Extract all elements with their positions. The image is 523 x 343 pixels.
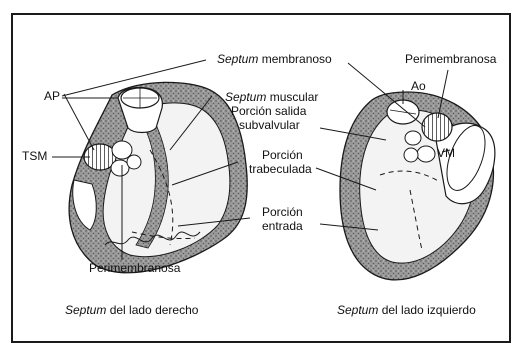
lv-aortic-leaflet-2 <box>417 146 435 162</box>
label-septum-membranoso: Septum membranoso <box>217 53 332 66</box>
caption-left-side: Septum del lado izquierdo <box>337 303 476 317</box>
label-porcion-trabeculada-2: trabeculada <box>249 163 312 176</box>
label-porcion-entrada-1: Porción <box>262 206 303 219</box>
label-tsm: TSM <box>22 150 47 163</box>
perimembranosa-valve <box>422 113 452 141</box>
label-porcion-salida: Porción salida <box>231 105 306 118</box>
lv-aortic-leaflet-3 <box>404 148 418 162</box>
label-ap: AP <box>44 90 60 103</box>
label-perimembranosa-bottom: Perimembranosa <box>89 262 180 275</box>
rv-tricuspid-leaflet-2 <box>111 160 129 176</box>
label-porcion-trabeculada-1: Porción <box>262 149 303 162</box>
right-ventricle-drawing <box>69 82 247 272</box>
label-vm: VM <box>437 147 455 160</box>
label-porcion-entrada-2: entrada <box>262 220 303 233</box>
rv-tricuspid-leaflet-1 <box>112 141 132 159</box>
label-subvalvular: subvalvular <box>239 119 300 132</box>
label-perimembranosa-top: Perimembranosa <box>405 53 496 66</box>
label-ao: Ao <box>411 80 426 93</box>
caption-right-side: Septum del lado derecho <box>65 303 198 317</box>
label-septum-muscular: Septum muscular <box>225 91 318 104</box>
rv-tricuspid-leaflet-3 <box>127 155 141 169</box>
lv-aortic-leaflet-1 <box>405 131 421 145</box>
